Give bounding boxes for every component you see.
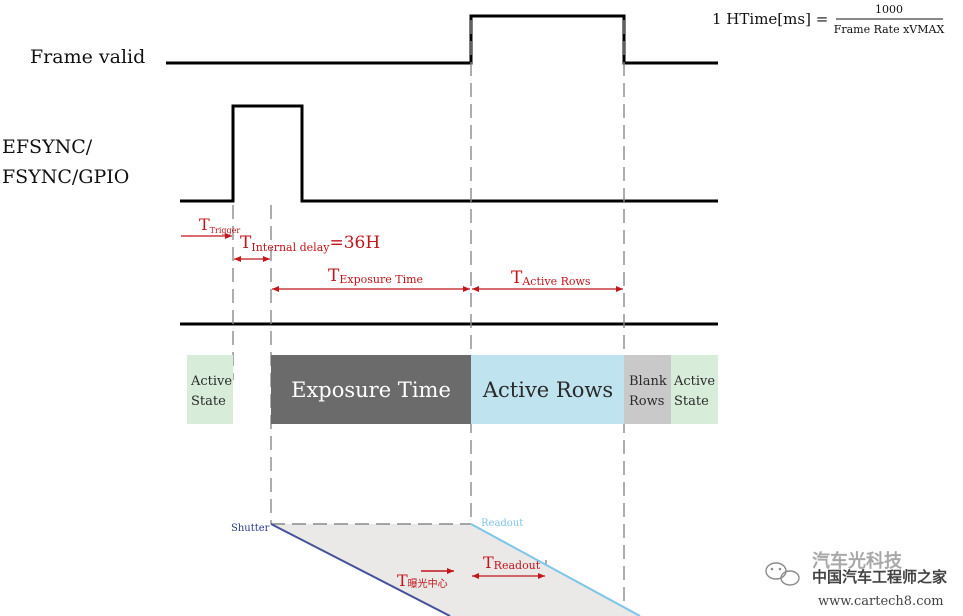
exposure-time-label: Exposure Time (291, 378, 451, 402)
active-state-right-box (671, 355, 718, 424)
wechat-logo-icon (765, 562, 800, 586)
rolling-shutter-diagram: Shutter Readout T曝光中心 TReadout (231, 518, 641, 616)
active-rows-box (471, 355, 624, 424)
active-state-right-line2: State (674, 394, 709, 409)
formula-denominator: Frame Rate xVMAX (834, 23, 945, 36)
efsync-label-line2: FSYNC/GPIO (2, 166, 129, 188)
blank-rows-box (624, 355, 671, 424)
t-exposure-label: TExposure Time (328, 266, 423, 286)
watermark-url: www.cartech8.com (818, 594, 944, 609)
active-state-left-line2: State (191, 394, 226, 409)
t-exposure-annotation: TExposure Time (272, 266, 470, 292)
active-state-left-line1: Active (190, 374, 232, 389)
shutter-line (270, 523, 451, 616)
exposure-parallelogram (271, 524, 640, 616)
active-state-right-line1: Active (673, 374, 715, 389)
shutter-label: Shutter (231, 523, 270, 534)
exposure-time-box (271, 355, 471, 424)
blank-rows-line1: Blank (629, 374, 667, 389)
formula-lhs: 1 HTime[ms] = (712, 10, 828, 28)
htime-formula: 1 HTime[ms] = 1000 Frame Rate xVMAX (712, 3, 944, 36)
t-active-rows-annotation: TActive Rows (472, 268, 623, 292)
frame-valid-label: Frame valid (30, 46, 145, 68)
formula-numerator: 1000 (875, 3, 903, 16)
blank-rows-line2: Rows (629, 394, 664, 409)
watermark-cn-bottom: 中国汽车工程师之家 (812, 568, 947, 586)
readout-label: Readout (481, 518, 523, 529)
t-internal-delay-label: TInternal delay=36H (240, 233, 380, 254)
t-center-label: T曝光中心 (397, 571, 448, 590)
efsync-label-line1: EFSYNC/ (2, 136, 93, 158)
t-trigger-label: TTrigger (199, 215, 240, 235)
readout-line (470, 523, 641, 616)
t-readout-label: TReadout (483, 553, 541, 572)
t-active-rows-label: TActive Rows (511, 268, 591, 288)
watermark: 汽车光科技 中国汽车工程师之家 www.cartech8.com (765, 550, 947, 609)
active-state-left-box (187, 355, 233, 424)
active-rows-label: Active Rows (482, 378, 613, 402)
t-trigger-annotation: TTrigger (181, 215, 240, 239)
t-internal-delay-annotation: TInternal delay=36H (234, 233, 380, 262)
state-boxes: Active State Exposure Time Active Rows B… (187, 355, 718, 424)
watermark-cn-top: 汽车光科技 (812, 550, 903, 572)
frame-valid-waveform (166, 14, 718, 65)
efsync-waveform (180, 104, 718, 203)
